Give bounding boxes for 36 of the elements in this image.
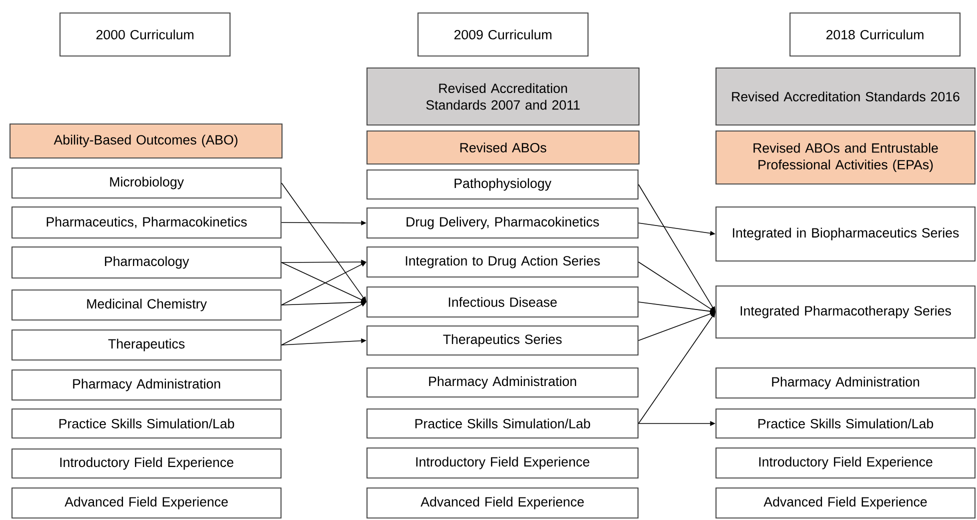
course-box: Integrated in Biopharmaceutics Series xyxy=(715,206,976,262)
course-box: Introductory Field Experience xyxy=(11,448,282,479)
course-box: Pharmacology xyxy=(11,246,282,279)
course-box: Pharmaceutics, Pharmacokinetics xyxy=(11,206,282,239)
course-box: Introductory Field Experience xyxy=(715,447,976,479)
outcomes-box: Revised ABOs xyxy=(366,130,640,165)
course-box: Practice Skills Simulation/Lab xyxy=(366,408,639,439)
course-box: Pathophysiology xyxy=(366,169,639,200)
course-box: Drug Delivery, Pharmacokinetics xyxy=(366,207,639,239)
course-box: Infectious Disease xyxy=(366,286,639,318)
course-box: Pharmacy Administration xyxy=(715,367,976,399)
course-box: Therapeutics Series xyxy=(366,325,639,356)
curriculum-year-box: 2009 Curriculum xyxy=(417,12,589,57)
curriculum-year-box: 2000 Curriculum xyxy=(59,12,231,57)
course-box: Pharmacy Administration xyxy=(366,367,639,398)
course-box: Advanced Field Experience xyxy=(11,487,282,519)
course-box: Practice Skills Simulation/Lab xyxy=(11,408,282,439)
arrow xyxy=(281,182,366,302)
outcomes-box: Revised ABOs and Entrustable Professional Activities (EPAs) xyxy=(715,130,976,185)
course-box: Medicinal Chemistry xyxy=(11,289,282,321)
curriculum-year-box: 2018 Curriculum xyxy=(789,12,961,57)
arrow xyxy=(638,312,716,424)
standards-box: Revised Accreditation Standards 2007 and 2011 xyxy=(366,67,640,126)
course-box: Microbiology xyxy=(11,167,282,199)
arrow xyxy=(638,184,716,312)
arrow xyxy=(638,262,716,312)
course-box: Integrated Pharmacotherapy Series xyxy=(715,285,976,339)
course-box: Introductory Field Experience xyxy=(366,447,639,479)
course-box: Pharmacy Administration xyxy=(11,369,282,401)
course-box: Therapeutics xyxy=(11,329,282,361)
course-box: Advanced Field Experience xyxy=(366,487,639,519)
standards-box: Revised Accreditation Standards 2016 xyxy=(715,67,976,126)
outcomes-box: Ability-Based Outcomes (ABO) xyxy=(9,123,283,159)
course-box: Advanced Field Experience xyxy=(715,487,976,519)
course-box: Practice Skills Simulation/Lab xyxy=(715,408,976,439)
course-box: Integration to Drug Action Series xyxy=(366,246,639,278)
